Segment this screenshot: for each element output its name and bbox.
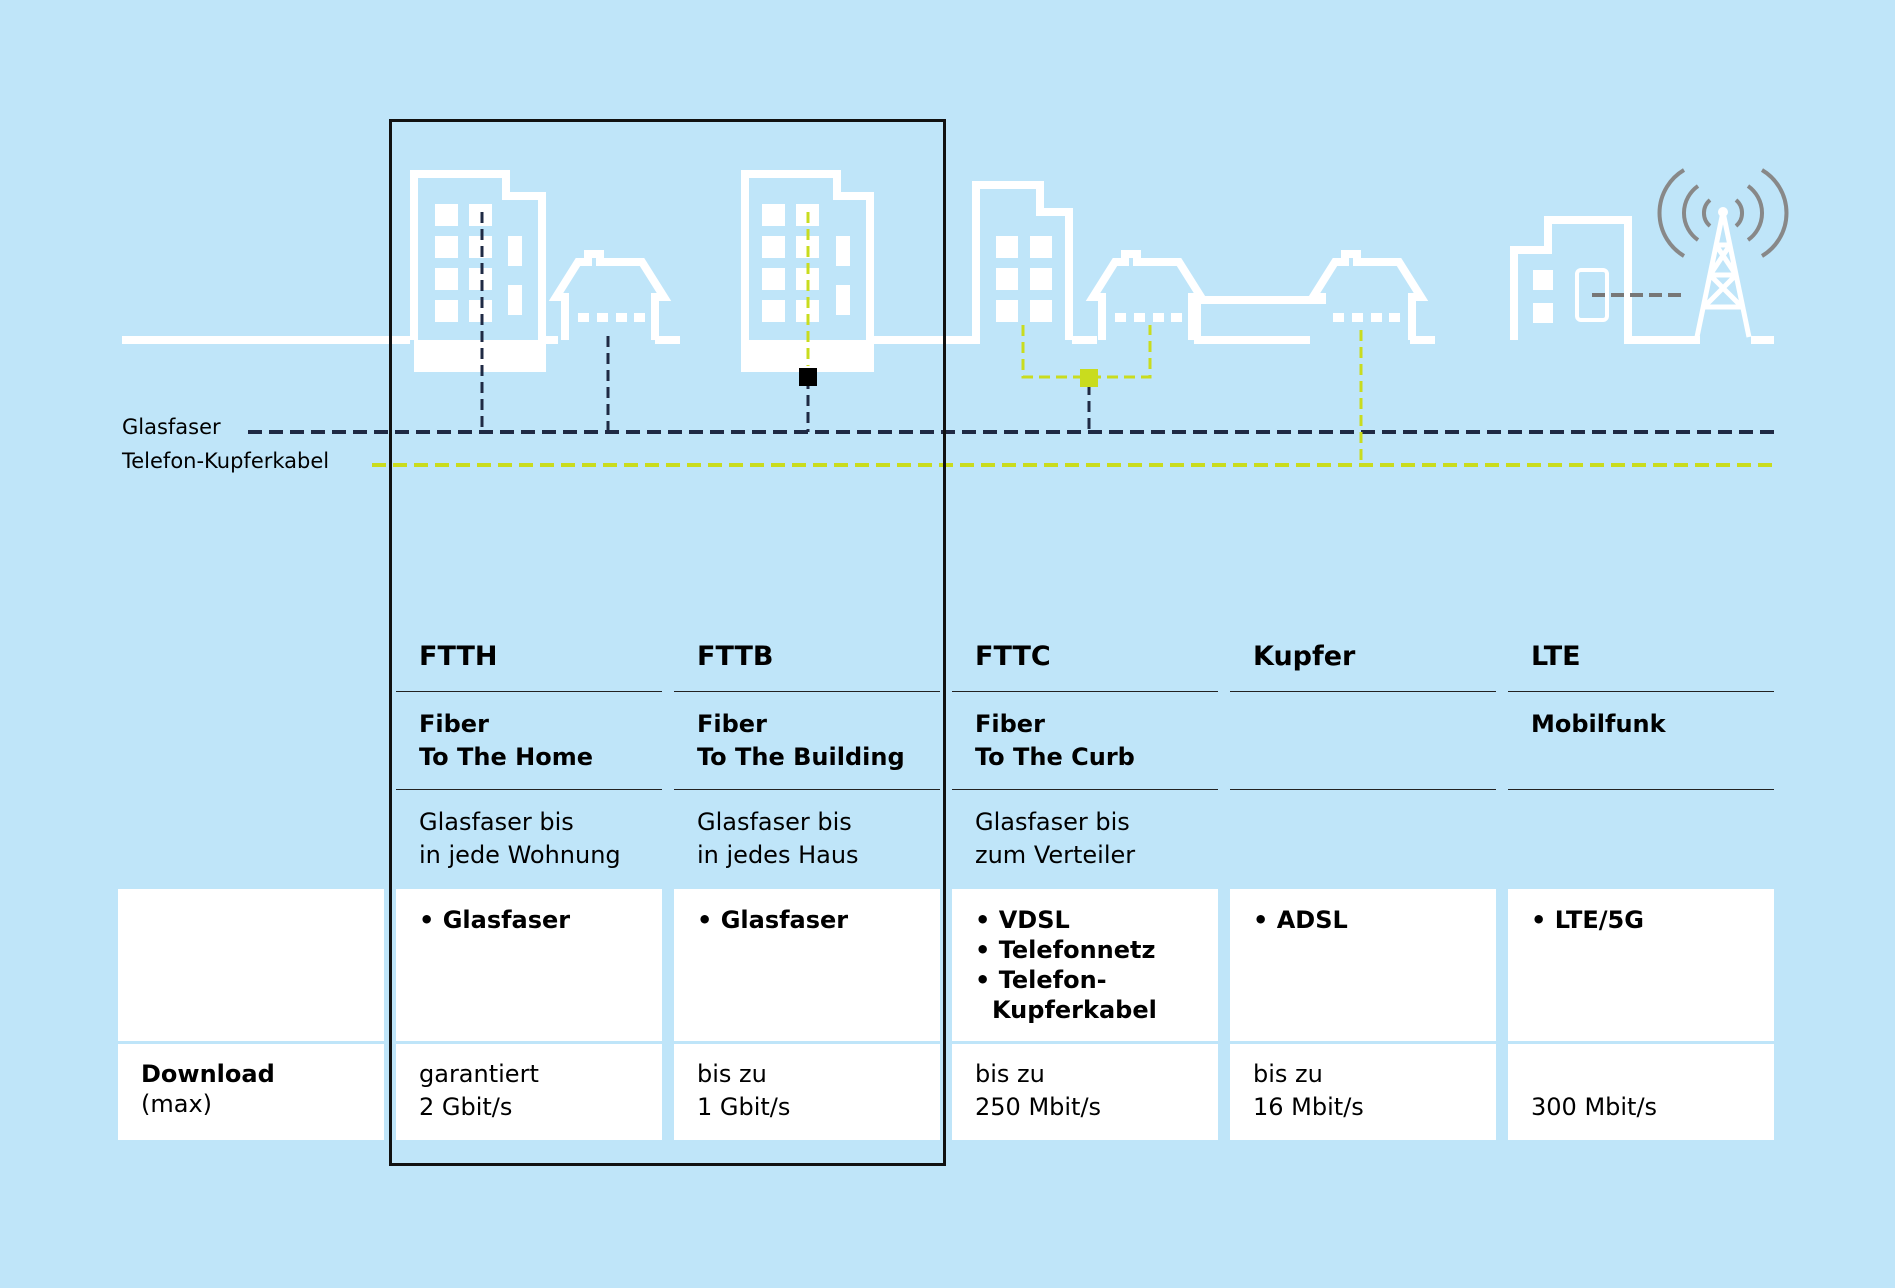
fiber-legend-label: Glasfaser: [122, 415, 221, 439]
smartphone-icon: [1575, 268, 1609, 322]
kupfer-download-cell: bis zu 16 Mbit/s: [1230, 1044, 1496, 1140]
download-label-note: (max): [141, 1090, 213, 1118]
divider: [952, 789, 1218, 790]
download-value: 16 Mbit/s: [1253, 1093, 1364, 1121]
lte-tech-cell: LTE/5G: [1508, 889, 1774, 1041]
list-item: Glasfaser: [419, 905, 570, 935]
kupfer-tech-list: ADSL: [1253, 905, 1348, 935]
kupfer-title: Kupfer: [1253, 641, 1356, 672]
ftth-tech-cell: Glasfaser: [396, 889, 662, 1041]
fttb-distribution-box: [799, 368, 817, 386]
download-label-cell: Download (max): [118, 1044, 384, 1140]
ftth-download-cell: garantiert 2 Gbit/s: [396, 1044, 662, 1140]
download-qualifier: bis zu: [975, 1060, 1045, 1088]
list-item: VDSL: [975, 905, 1175, 935]
fttb-tech-list: Glasfaser: [697, 905, 848, 935]
fttb-title: FTTB: [697, 641, 774, 672]
fttc-house-icon: [1085, 250, 1209, 340]
ftth-house-icon: [548, 250, 672, 340]
fttc-street-cabinet: [1080, 369, 1098, 387]
divider: [1508, 789, 1774, 790]
download-value: 250 Mbit/s: [975, 1093, 1102, 1121]
copper-legend-label: Telefon-Kupferkabel: [122, 449, 330, 473]
kupfer-tech-cell: ADSL: [1230, 889, 1496, 1041]
fttb-tech-cell: Glasfaser: [674, 889, 940, 1041]
fiber-highlight-box: [389, 119, 946, 1166]
divider: [1230, 789, 1496, 790]
lte-tech-list: LTE/5G: [1531, 905, 1644, 935]
fttc-copper-loop: [1021, 325, 1152, 379]
fttc-tech-list: VDSL Telefonnetz Telefon-Kupferkabel: [975, 905, 1175, 1025]
download-qualifier: bis zu: [1253, 1060, 1323, 1088]
ftth-building-icon: [410, 170, 546, 372]
divider: [952, 691, 1218, 692]
list-item: Glasfaser: [697, 905, 848, 935]
divider: [674, 691, 940, 692]
list-item: Telefon-Kupferkabel: [975, 965, 1175, 1025]
kupfer-house-icon: [1193, 250, 1429, 340]
download-label: Download: [141, 1060, 275, 1088]
list-item: Telefonnetz: [975, 935, 1175, 965]
lte-subtitle: Mobilfunk: [1531, 710, 1666, 738]
divider: [396, 789, 662, 790]
divider: [1508, 691, 1774, 692]
divider: [1230, 691, 1496, 692]
download-qualifier: bis zu: [697, 1060, 767, 1088]
download-value: 300 Mbit/s: [1531, 1093, 1658, 1121]
list-item: LTE/5G: [1531, 905, 1644, 935]
divider: [396, 691, 662, 692]
download-value: 2 Gbit/s: [419, 1093, 513, 1121]
fttb-building-icon: [741, 170, 874, 372]
fttc-title: FTTC: [975, 641, 1051, 672]
fttc-download-cell: bis zu 250 Mbit/s: [952, 1044, 1218, 1140]
lte-title: LTE: [1531, 641, 1581, 672]
fttb-download-cell: bis zu 1 Gbit/s: [674, 1044, 940, 1140]
download-value: 1 Gbit/s: [697, 1093, 791, 1121]
download-qualifier: [1531, 1058, 1657, 1091]
fttc-building-icon: [972, 181, 1073, 340]
list-item: ADSL: [1253, 905, 1348, 935]
lte-download-cell: 300 Mbit/s: [1508, 1044, 1774, 1140]
ftth-tech-list: Glasfaser: [419, 905, 570, 935]
ftth-title: FTTH: [419, 641, 498, 672]
antenna-tower-icon: [1657, 168, 1789, 338]
download-qualifier: garantiert: [419, 1060, 539, 1088]
row-label-cell: [118, 889, 384, 1041]
fttc-tech-cell: VDSL Telefonnetz Telefon-Kupferkabel: [952, 889, 1218, 1041]
divider: [674, 789, 940, 790]
lte-building-icon: [1510, 216, 1700, 344]
